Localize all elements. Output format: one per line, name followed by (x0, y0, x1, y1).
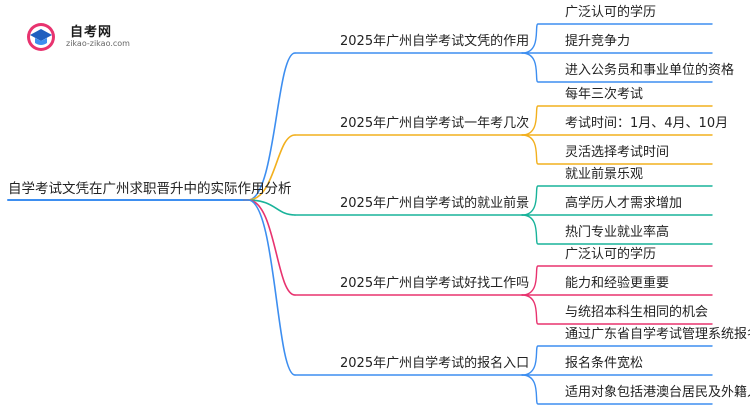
leaf-node[interactable]: 进入公务员和事业单位的资格 (565, 63, 735, 78)
leaf-connector (521, 52, 713, 83)
leaf-connector (521, 345, 713, 376)
branch-node[interactable]: 2025年广州自学考试一年考几次 (340, 116, 530, 131)
branch-node[interactable]: 2025年广州自学考试好找工作吗 (340, 276, 530, 291)
graduation-cap-icon (27, 23, 55, 51)
leaf-connector (521, 134, 713, 165)
leaf-connector (521, 294, 713, 325)
leaf-node[interactable]: 能力和经验更重要 (565, 276, 670, 291)
logo-url: zikao-zikao.com (66, 39, 130, 48)
branch-node[interactable]: 2025年广州自学考试的报名入口 (340, 356, 530, 371)
site-logo[interactable]: 自考网 zikao-zikao.com (26, 20, 156, 54)
leaf-node[interactable]: 高学历人才需求增加 (565, 196, 683, 211)
branch-connector (243, 199, 296, 216)
leaf-node[interactable]: 报名条件宽松 (565, 356, 644, 371)
leaf-node[interactable]: 与统招本科生相同的机会 (565, 305, 709, 320)
leaf-connector (521, 265, 713, 296)
root-node[interactable]: 自学考试文凭在广州求职晋升中的实际作用分析 (8, 181, 292, 197)
branch-connector (243, 199, 296, 376)
leaf-node[interactable]: 热门专业就业率高 (565, 225, 670, 240)
logo-title: 自考网 (70, 25, 113, 40)
branch-node[interactable]: 2025年广州自学考试的就业前景 (340, 196, 530, 211)
leaf-node[interactable]: 每年三次考试 (565, 87, 644, 102)
leaf-node[interactable]: 广泛认可的学历 (565, 247, 657, 262)
leaf-connector (521, 214, 713, 245)
branch-connector (243, 52, 296, 201)
leaf-node[interactable]: 灵活选择考试时间 (565, 145, 670, 160)
leaf-node[interactable]: 通过广东省自学考试管理系统报名 (565, 327, 750, 342)
leaf-connector (521, 185, 713, 216)
leaf-node[interactable]: 就业前景乐观 (565, 167, 644, 182)
leaf-connector (521, 105, 713, 136)
leaf-node[interactable]: 广泛认可的学历 (565, 5, 657, 20)
leaf-node[interactable]: 适用对象包括港澳台居民及外籍人士 (565, 385, 750, 400)
leaf-node[interactable]: 提升竞争力 (565, 34, 631, 49)
leaf-node[interactable]: 考试时间：1月、4月、10月 (565, 116, 729, 131)
branch-node[interactable]: 2025年广州自学考试文凭的作用 (340, 34, 530, 49)
leaf-connector (521, 374, 713, 405)
leaf-connector (521, 23, 713, 54)
